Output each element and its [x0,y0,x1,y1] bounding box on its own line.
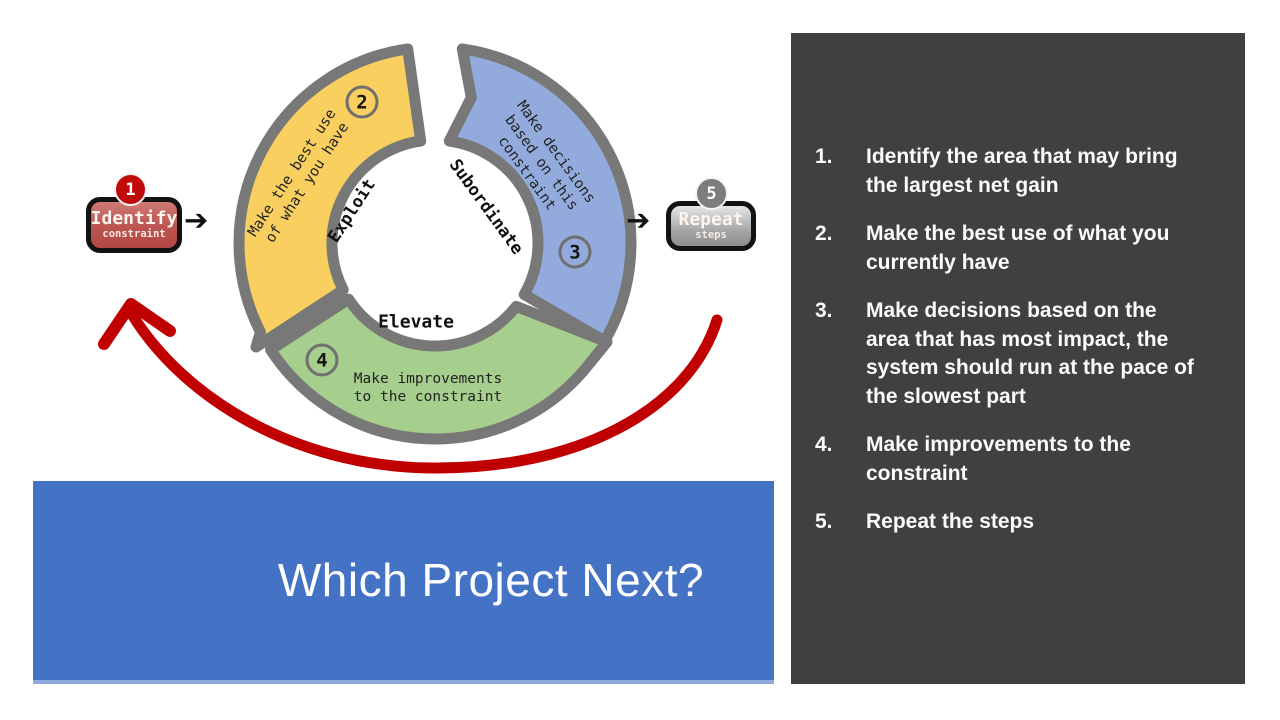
list-item: 3. Make decisions based on the area that… [815,297,1203,411]
step-text: Repeat the steps [866,510,1035,534]
exploit-arc-shape [233,43,427,353]
step-text: Make improvements to the constraint [866,433,1131,485]
arrow-to-repeat-icon: ➔ [626,203,651,237]
step-number: 5. [815,510,833,534]
elevate-arc-text: Make improvements to the constraint [353,370,503,405]
repeat-badge-subtitle: steps [695,228,727,241]
loop-back-arrow-shaft [127,310,723,474]
slide-title: Which Project Next? [277,554,705,606]
cycle-arcs-svg [98,43,723,474]
step-5-circle: 5 [695,177,728,210]
constraint-cycle-diagram: Make the best use of what you have Make … [0,0,790,480]
step-number: 1. [815,145,833,168]
list-item: 1. Identify the area that may bring the … [815,143,1203,200]
steps-panel: 1. Identify the area that may bring the … [791,33,1245,684]
step-number: 2. [815,222,833,246]
list-item: 4. Make improvements to the constraint [815,431,1203,488]
list-item: 5. Repeat the steps [815,508,1203,537]
step-text: Make the best use of what you currently … [866,222,1170,274]
arrow-into-cycle-icon: ➔ [184,203,209,237]
step-2-circle: 2 [345,85,379,119]
step-4-circle: 4 [305,343,339,377]
title-banner: Which Project Next? [33,481,774,684]
step-3-circle: 3 [558,235,592,269]
step-1-circle: 1 [114,173,147,206]
elevate-label: Elevate [378,311,454,333]
list-item: 2. Make the best use of what you current… [815,220,1203,277]
step-text: Make decisions based on the area that ha… [866,299,1194,408]
identify-badge-title: Identify [90,207,178,229]
step-text: Identify the area that may bring the lar… [866,145,1178,197]
elevate-arc-shape [265,293,613,445]
step-number: 4. [815,433,833,457]
subordinate-arc-shape [443,43,637,347]
step-number: 3. [815,299,833,323]
repeat-badge-title: Repeat [678,208,744,230]
loop-back-arrow-head [98,298,176,350]
identify-badge-subtitle: constraint [102,227,166,240]
